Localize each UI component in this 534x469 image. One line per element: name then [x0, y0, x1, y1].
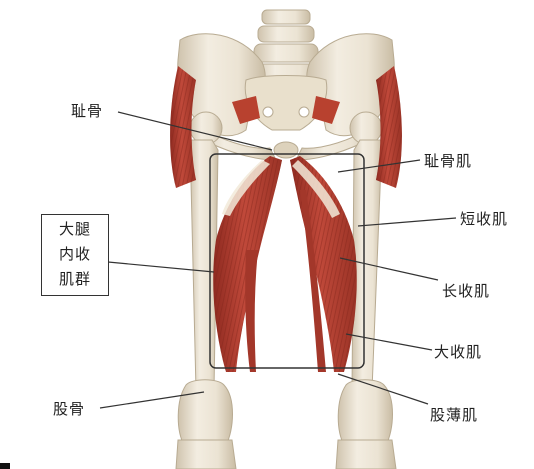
group-label-line3: 肌群: [42, 268, 108, 290]
label-adductor-longus: 长收肌: [442, 280, 490, 301]
label-pectineus: 耻骨肌: [424, 150, 472, 171]
adductor-group-label-box: 大腿 内收 肌群: [41, 214, 109, 296]
corner-mark: [0, 463, 10, 469]
adductor-muscles-left: [213, 156, 282, 372]
label-femur: 股骨: [53, 398, 85, 419]
adductor-muscles-right: [290, 156, 357, 372]
group-label-line2: 内收: [42, 243, 108, 265]
label-adductor-magnus: 大收肌: [434, 341, 482, 362]
label-gracilis: 股薄肌: [430, 404, 478, 425]
group-label-line1: 大腿: [42, 218, 108, 240]
label-adductor-brevis: 短收肌: [460, 208, 508, 229]
label-pubis: 耻骨: [71, 100, 103, 121]
